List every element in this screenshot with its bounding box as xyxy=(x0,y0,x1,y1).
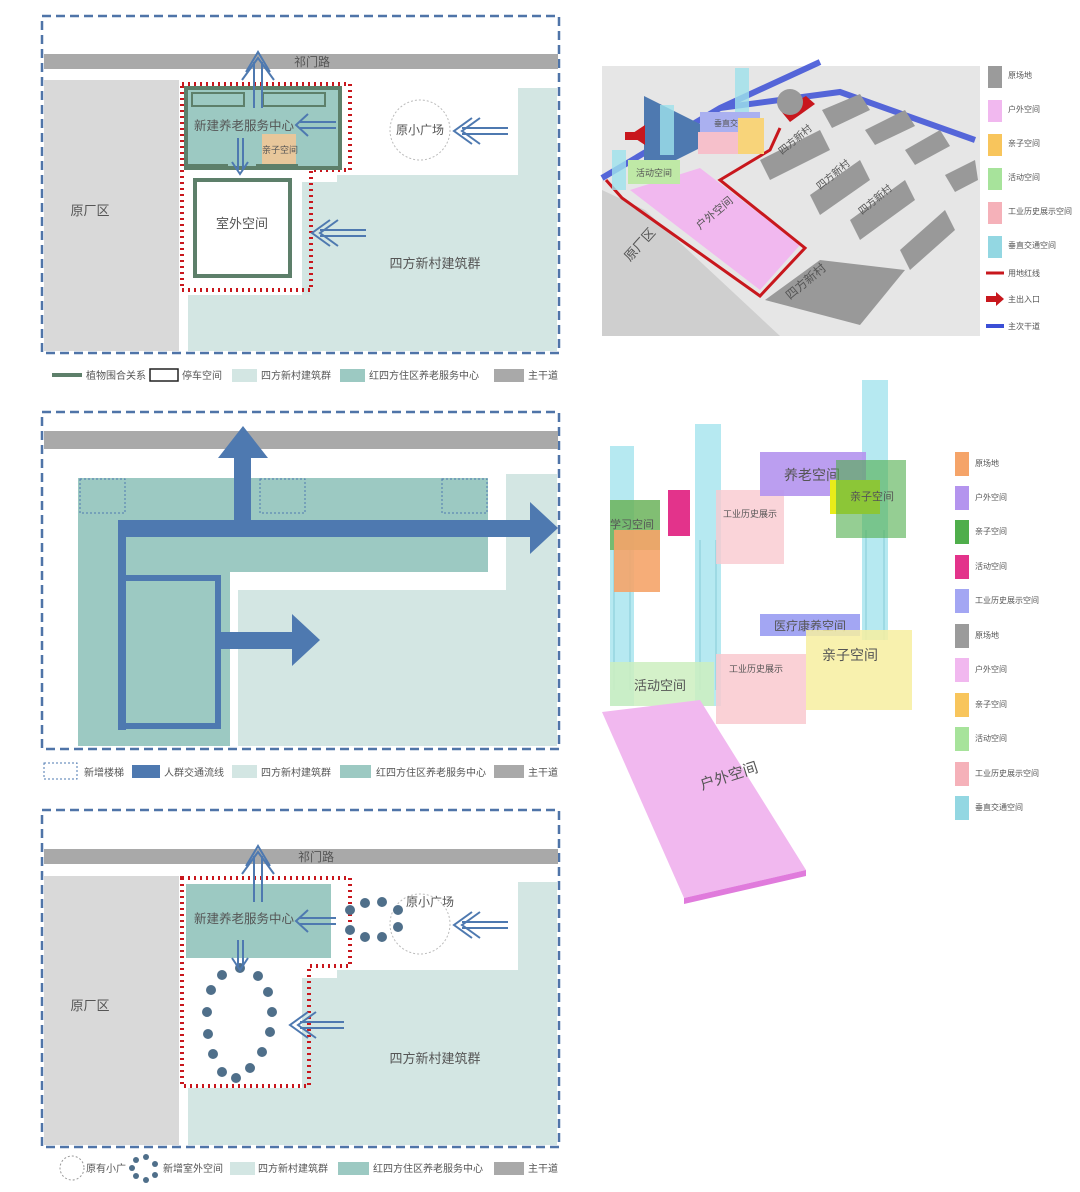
svg-text:红四方住区养老服务中心: 红四方住区养老服务中心 xyxy=(376,766,486,779)
svg-text:四方新村建筑群: 四方新村建筑群 xyxy=(258,1162,328,1175)
svg-text:原场地: 原场地 xyxy=(975,458,999,468)
main-road xyxy=(44,54,558,69)
factory-label: 原厂区 xyxy=(70,204,109,219)
svg-text:红四方住区养老服务中心: 红四方住区养老服务中心 xyxy=(373,1162,483,1175)
svg-text:四方新村建筑群: 四方新村建筑群 xyxy=(389,1051,480,1067)
svg-text:亲子空间: 亲子空间 xyxy=(850,489,894,503)
svg-text:植物围合关系: 植物围合关系 xyxy=(86,369,146,382)
svg-text:亲子空间: 亲子空间 xyxy=(822,648,878,664)
svg-text:原场地: 原场地 xyxy=(975,630,999,640)
svg-text:原有小广: 原有小广 xyxy=(86,1162,126,1175)
plaza xyxy=(389,99,451,161)
svg-text:新建养老服务中心: 新建养老服务中心 xyxy=(194,911,295,926)
svg-text:四方新村建筑群: 四方新村建筑群 xyxy=(261,369,331,382)
svg-text:活动空间: 活动空间 xyxy=(634,679,686,694)
village-label: 四方新村建筑群 xyxy=(389,256,480,272)
svg-text:主出入口: 主出入口 xyxy=(1008,294,1040,304)
svg-text:垂直交通空间: 垂直交通空间 xyxy=(975,802,1023,812)
svg-text:学习空间: 学习空间 xyxy=(610,517,654,531)
legend-2: 新增楼梯 人群交通流线 四方新村建筑群 红四方住区养老服务中心 主干道 xyxy=(43,762,558,780)
svg-text:主干道: 主干道 xyxy=(528,766,558,779)
axon1-legend: 原场地 户外空间 亲子空间 活动空间 工业历史展示空间 垂直交通空间 用地红线 … xyxy=(986,66,1072,331)
svg-text:工业历史展示空间: 工业历史展示空间 xyxy=(975,768,1039,778)
svg-text:原小广场: 原小广场 xyxy=(406,895,454,909)
svg-text:活动空间: 活动空间 xyxy=(975,733,1007,743)
svg-text:停车空间: 停车空间 xyxy=(182,369,222,382)
axon2-legend: 原场地 户外空间 亲子空间 活动空间 工业历史展示空间 原场地 户外空间 亲子空… xyxy=(955,452,1039,820)
svg-text:新增楼梯: 新增楼梯 xyxy=(84,766,124,779)
svg-text:亲子空间: 亲子空间 xyxy=(975,526,1007,536)
legend-3: 原有小广 新增室外空间 四方新村建筑群 红四方住区养老服务中心 主干道 xyxy=(59,1154,558,1183)
svg-text:工业历史展示空间: 工业历史展示空间 xyxy=(1008,206,1072,216)
svg-text:主干道: 主干道 xyxy=(528,1162,558,1175)
site-plan-3: 祁门路 原厂区 四方新村建筑群 新建养老服务中心 原小广场 原有小广 xyxy=(40,808,561,1183)
outdoor-space xyxy=(193,178,292,278)
parent-label: 亲子空间 xyxy=(262,144,298,156)
svg-text:工业历史展示: 工业历史展示 xyxy=(723,508,777,520)
axon-site: 原厂区 户外空间 活动空间 垂直交通 xyxy=(600,59,1072,336)
svg-text:养老空间: 养老空间 xyxy=(784,468,840,484)
svg-text:原场地: 原场地 xyxy=(1008,70,1032,80)
svg-text:垂直交通空间: 垂直交通空间 xyxy=(1008,240,1056,250)
svg-text:医疗康养空间: 医疗康养空间 xyxy=(774,618,846,633)
svg-text:祁门路: 祁门路 xyxy=(298,849,334,864)
svg-text:新增室外空间: 新增室外空间 xyxy=(163,1162,223,1175)
svg-text:户外空间: 户外空间 xyxy=(975,664,1007,674)
svg-text:主干道: 主干道 xyxy=(528,369,558,382)
village-area xyxy=(188,88,557,351)
axon-outdoor xyxy=(630,168,800,290)
svg-text:主次干道: 主次干道 xyxy=(1008,321,1040,331)
road-label: 祁门路 xyxy=(294,54,330,69)
svg-text:用地红线: 用地红线 xyxy=(1008,268,1040,278)
site-plan-1: 祁门路 原厂区 四方新村建筑群 新建养老服务中心 亲子空间 室外空间 原小广场 xyxy=(40,14,561,382)
axon-exploded: 学习空间 工业历史展示 养老空间 亲子空间 医疗康养空间 活动空间 工业历史展示… xyxy=(602,380,1039,904)
svg-text:垂直交通: 垂直交通 xyxy=(714,118,746,128)
svg-text:户外空间: 户外空间 xyxy=(1008,104,1040,114)
svg-text:四方新村建筑群: 四方新村建筑群 xyxy=(261,766,331,779)
flow-plan: 新增楼梯 人群交通流线 四方新村建筑群 红四方住区养老服务中心 主干道 xyxy=(40,410,561,780)
svg-text:活动空间: 活动空间 xyxy=(975,561,1007,571)
svg-text:活动空间: 活动空间 xyxy=(1008,172,1040,182)
svg-text:活动空间: 活动空间 xyxy=(636,167,672,179)
svg-text:原厂区: 原厂区 xyxy=(70,999,109,1014)
svg-text:人群交通流线: 人群交通流线 xyxy=(164,766,224,779)
factory-area xyxy=(44,80,179,351)
svg-text:工业历史展示: 工业历史展示 xyxy=(729,663,783,675)
outdoor-label: 室外空间 xyxy=(216,216,268,232)
svg-text:亲子空间: 亲子空间 xyxy=(1008,138,1040,148)
svg-text:红四方住区养老服务中心: 红四方住区养老服务中心 xyxy=(369,369,479,382)
center-label: 新建养老服务中心 xyxy=(194,118,295,133)
plaza-label: 原小广场 xyxy=(396,123,444,137)
svg-text:户外空间: 户外空间 xyxy=(975,492,1007,502)
svg-text:工业历史展示空间: 工业历史展示空间 xyxy=(975,595,1039,605)
svg-text:亲子空间: 亲子空间 xyxy=(975,699,1007,709)
legend-1: 植物围合关系 停车空间 四方新村建筑群 红四方住区养老服务中心 主干道 xyxy=(52,368,558,382)
